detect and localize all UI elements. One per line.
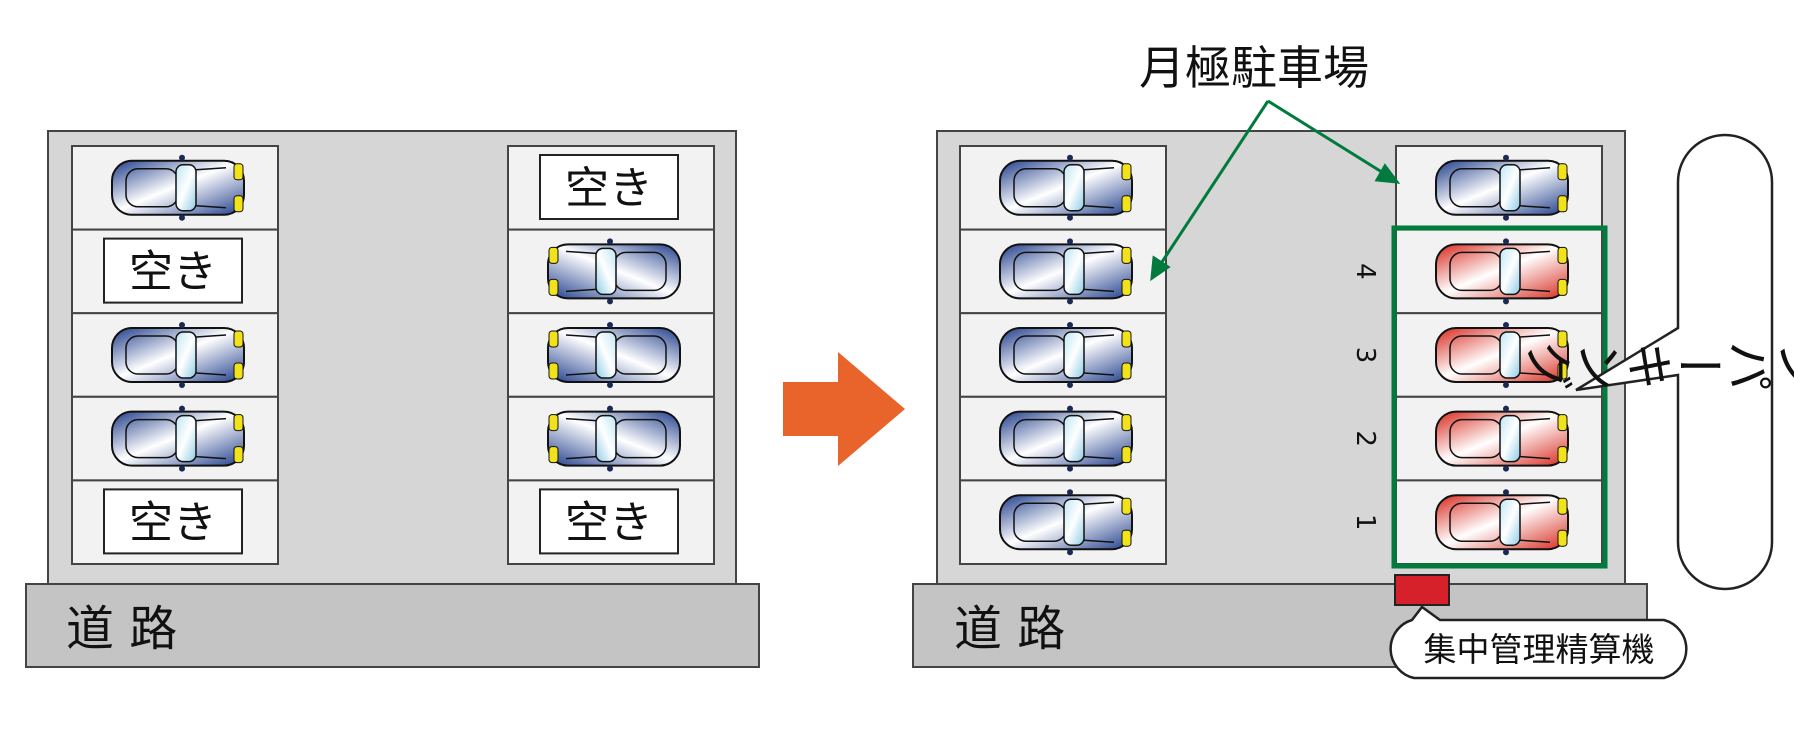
after-left-car-2 [999,238,1133,305]
space-number-4: 4 [1350,263,1380,280]
before-right-car-2 [547,238,681,305]
after-right-coin-car-2 [1435,238,1569,305]
after-left-column [959,145,1167,565]
before-right-car-3 [547,322,681,388]
transition-arrow [783,352,905,466]
space-number-2: 2 [1350,430,1380,447]
before-road [25,583,760,668]
space-number-1: 1 [1350,514,1380,531]
after-right-coin-car-3 [1435,322,1569,388]
after-left-car-3 [999,322,1133,388]
before-road-label: 道 路 [66,601,177,657]
before-right-vacant-1-label: 空き [565,163,653,214]
payment-machine-bubble [1389,605,1688,680]
monthly-parking-label: 月極駐車場 [1139,41,1369,95]
before-left-car-3 [111,322,245,388]
before-left-vacant-2-box [103,237,243,304]
before-right-vacant-5-box [539,488,679,555]
after-right-coin-car-4 [1435,405,1569,472]
payment-machine-label: 集中管理精算機 [1424,630,1655,669]
after-right-column [1395,145,1603,565]
before-left-vacant-5-box [103,488,243,555]
space-number-3: 3 [1350,347,1380,364]
coin-parking-label: コインパーキング [1525,333,1794,391]
before-left-car-4 [111,405,245,472]
before-right-vacant-1-box [539,154,679,220]
after-right-car-1 [1435,154,1569,221]
before-left-vacant-5-label: 空き [129,497,217,548]
after-left-car-1 [999,154,1133,221]
before-right-vacant-5-label: 空き [565,497,653,548]
payment-machine [1394,574,1450,606]
after-right-coin-car-5 [1435,489,1569,556]
space-numbers: 4 3 2 1 [1350,263,1380,530]
before-left-car-1 [111,154,245,221]
after-left-car-5 [999,489,1133,556]
monthly-callout-arrows [1150,99,1401,282]
after-left-car-4 [999,405,1133,472]
before-left-vacant-2-label: 空き [129,247,217,298]
coin-parking-bubble [1575,133,1774,591]
after-road-label: 道 路 [954,601,1065,657]
coin-parking-frame [1391,225,1608,569]
before-right-car-4 [547,405,681,472]
